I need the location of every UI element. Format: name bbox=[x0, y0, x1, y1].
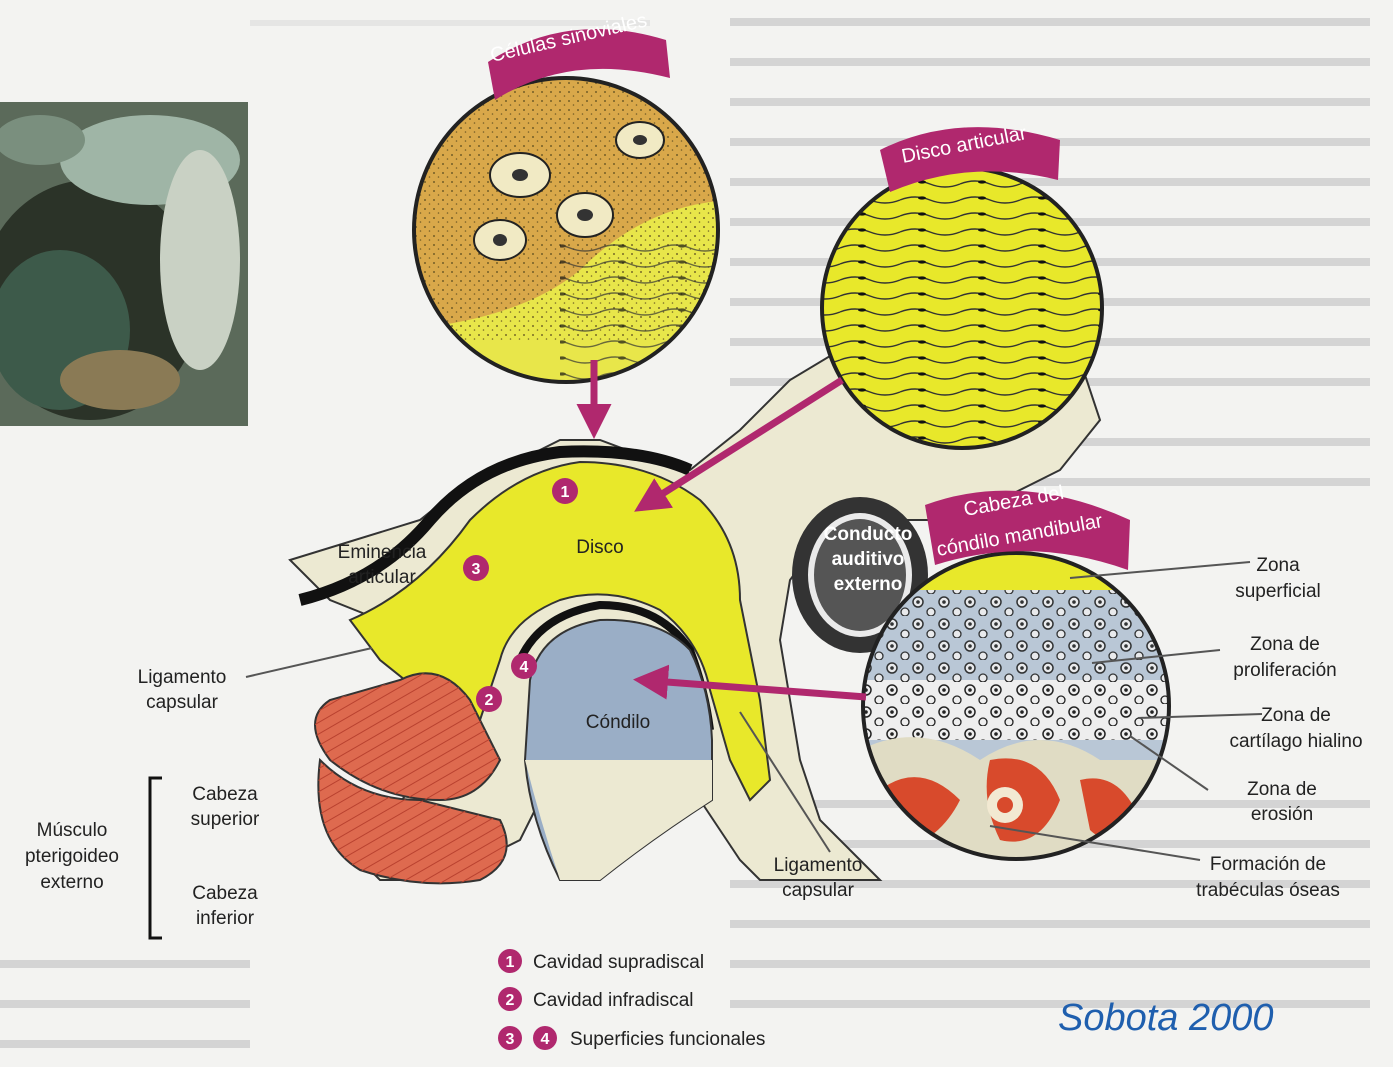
svg-text:2: 2 bbox=[485, 692, 494, 709]
svg-text:Eminencia: Eminencia bbox=[338, 542, 427, 563]
svg-text:Ligamento: Ligamento bbox=[138, 667, 227, 688]
svg-text:inferior: inferior bbox=[196, 908, 255, 929]
svg-text:Formación de: Formación de bbox=[1210, 854, 1326, 875]
svg-text:Cavidad infradiscal: Cavidad infradiscal bbox=[533, 990, 694, 1011]
svg-text:capsular: capsular bbox=[782, 880, 854, 901]
svg-text:proliferación: proliferación bbox=[1233, 660, 1337, 681]
svg-text:Cavidad supradiscal: Cavidad supradiscal bbox=[533, 952, 704, 973]
svg-text:externo: externo bbox=[834, 574, 903, 595]
svg-text:pterigoideo: pterigoideo bbox=[25, 846, 119, 867]
svg-text:3: 3 bbox=[506, 1031, 515, 1048]
label-condyle: Cóndilo bbox=[586, 712, 650, 733]
marker-1: 1 bbox=[552, 478, 578, 504]
svg-text:4: 4 bbox=[520, 659, 529, 676]
svg-text:1: 1 bbox=[506, 954, 515, 971]
svg-text:3: 3 bbox=[472, 561, 481, 578]
svg-text:Cabeza: Cabeza bbox=[192, 784, 258, 805]
svg-text:Zona de: Zona de bbox=[1247, 779, 1317, 800]
label-auditory-canal: Conducto auditivo externo bbox=[824, 524, 913, 595]
credit-source: Sobota 2000 bbox=[1058, 997, 1274, 1039]
svg-text:Superficies funcionales: Superficies funcionales bbox=[570, 1029, 765, 1050]
svg-text:erosión: erosión bbox=[1251, 804, 1313, 825]
svg-text:superior: superior bbox=[191, 809, 260, 830]
svg-text:articular: articular bbox=[348, 567, 416, 588]
marker-3: 3 bbox=[463, 555, 489, 581]
svg-text:Conducto: Conducto bbox=[824, 524, 913, 545]
svg-text:Músculo: Músculo bbox=[37, 820, 108, 841]
svg-text:Zona de: Zona de bbox=[1250, 634, 1320, 655]
svg-text:cartílago hialino: cartílago hialino bbox=[1229, 731, 1362, 752]
svg-text:externo: externo bbox=[40, 872, 103, 893]
histology-photo bbox=[0, 102, 248, 426]
svg-text:trabéculas óseas: trabéculas óseas bbox=[1196, 880, 1340, 901]
marker-4: 4 bbox=[511, 653, 537, 679]
svg-text:Cabeza: Cabeza bbox=[192, 883, 258, 904]
svg-text:Zona de: Zona de bbox=[1261, 705, 1331, 726]
svg-text:superficial: superficial bbox=[1235, 581, 1321, 602]
svg-text:Ligamento: Ligamento bbox=[774, 855, 863, 876]
svg-text:2: 2 bbox=[506, 992, 515, 1009]
svg-text:Zona: Zona bbox=[1256, 555, 1300, 576]
label-disc: Disco bbox=[576, 537, 624, 558]
marker-2: 2 bbox=[476, 686, 502, 712]
svg-text:1: 1 bbox=[561, 484, 570, 501]
legend-item-3-4: 3 4 Superficies funcionales bbox=[498, 1026, 765, 1050]
svg-text:auditivo: auditivo bbox=[832, 549, 905, 570]
svg-text:4: 4 bbox=[541, 1031, 550, 1048]
svg-text:capsular: capsular bbox=[146, 692, 218, 713]
